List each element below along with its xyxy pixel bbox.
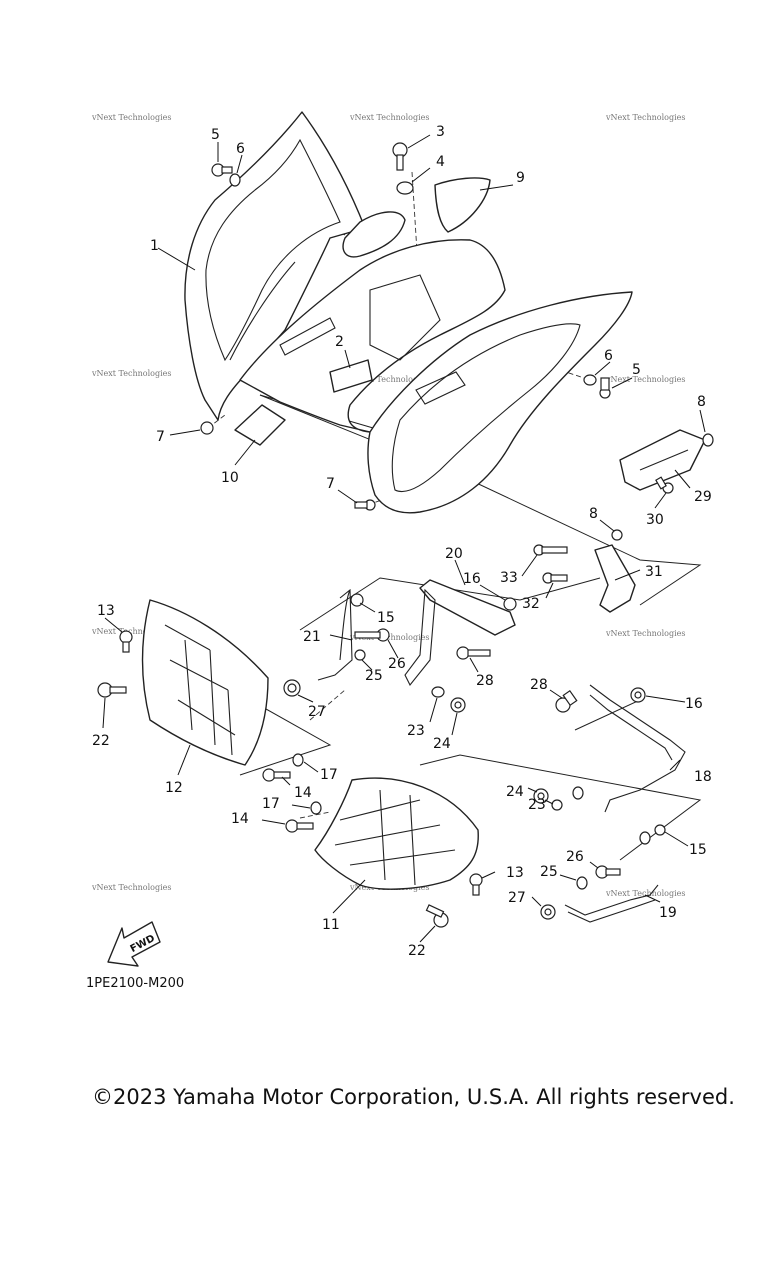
watermark: vNext Technologies bbox=[91, 883, 171, 892]
part-2-plate bbox=[329, 359, 373, 393]
watermark: vNext Technologies bbox=[605, 889, 685, 898]
part-21-stay bbox=[317, 588, 353, 681]
part-11-guard bbox=[314, 777, 479, 890]
callout-9: 9 bbox=[516, 170, 525, 186]
copyright-notice: ©2023 Yamaha Motor Corporation, U.S.A. A… bbox=[92, 1085, 735, 1109]
callout-4: 4 bbox=[436, 154, 445, 170]
callout-8: 8 bbox=[589, 506, 598, 522]
callout-28: 28 bbox=[476, 673, 494, 689]
callout-13: 13 bbox=[506, 865, 524, 881]
part-31-stay bbox=[594, 544, 636, 613]
callout-3: 3 bbox=[436, 124, 445, 140]
callout-28: 28 bbox=[530, 677, 548, 693]
part-20-stay bbox=[419, 579, 516, 636]
watermark: vNext Technologies bbox=[91, 627, 171, 636]
front-fender-body bbox=[239, 211, 506, 433]
callout-26: 26 bbox=[566, 849, 584, 865]
callout-24: 24 bbox=[433, 736, 451, 752]
callout-17: 17 bbox=[320, 767, 338, 783]
callout-16: 16 bbox=[463, 571, 481, 587]
watermark: vNext Technologies bbox=[605, 629, 685, 638]
fwd-arrow-icon: FWD bbox=[107, 921, 161, 967]
callout-7: 7 bbox=[156, 429, 165, 445]
callout-8: 8 bbox=[697, 394, 706, 410]
part-12-guard bbox=[141, 599, 269, 766]
callout-7: 7 bbox=[326, 476, 335, 492]
callout-23: 23 bbox=[528, 797, 546, 813]
callout-16: 16 bbox=[685, 696, 703, 712]
callout-26: 26 bbox=[388, 656, 406, 672]
diagram-code: 1PE2100-M200 bbox=[86, 976, 184, 991]
callout-15: 15 bbox=[689, 842, 707, 858]
callout-11: 11 bbox=[322, 917, 340, 933]
part-10-flap bbox=[234, 404, 286, 446]
callout-27: 27 bbox=[508, 890, 526, 906]
part-29-bracket bbox=[619, 429, 706, 491]
leader-lines bbox=[102, 134, 706, 943]
callout-10: 10 bbox=[221, 470, 239, 486]
part-19-stay bbox=[564, 884, 659, 923]
callout-21: 21 bbox=[303, 629, 321, 645]
callout-13: 13 bbox=[97, 603, 115, 619]
callout-22: 22 bbox=[408, 943, 426, 959]
callout-15: 15 bbox=[377, 610, 395, 626]
callout-19: 19 bbox=[659, 905, 677, 921]
watermark: vNext Technologies bbox=[349, 113, 429, 122]
right-fender bbox=[367, 291, 633, 514]
callout-25: 25 bbox=[540, 864, 558, 880]
callout-14: 14 bbox=[231, 811, 249, 827]
callout-25: 25 bbox=[365, 668, 383, 684]
callout-5: 5 bbox=[632, 362, 641, 378]
callouts: 1 2 3 4 5 5 6 6 7 7 8 8 9 10 11 12 13 13… bbox=[92, 124, 712, 959]
callout-5: 5 bbox=[211, 127, 220, 143]
part-26-bracket bbox=[404, 588, 436, 687]
callout-32: 32 bbox=[522, 596, 540, 612]
callout-2: 2 bbox=[335, 334, 344, 350]
callout-14: 14 bbox=[294, 785, 312, 801]
callout-17: 17 bbox=[262, 796, 280, 812]
callout-22: 22 bbox=[92, 733, 110, 749]
callout-20: 20 bbox=[445, 546, 463, 562]
callout-24: 24 bbox=[506, 784, 524, 800]
watermark: vNext Technologies bbox=[349, 633, 429, 642]
callout-1: 1 bbox=[150, 238, 159, 254]
watermark: vNext Technologies bbox=[91, 369, 171, 378]
callout-6: 6 bbox=[604, 348, 613, 364]
watermark: vNext Technologies bbox=[605, 113, 685, 122]
part-9-deflector bbox=[434, 177, 491, 233]
callout-12: 12 bbox=[165, 780, 183, 796]
hardware bbox=[97, 142, 714, 928]
callout-27: 27 bbox=[308, 704, 326, 720]
watermark: vNext Technologies bbox=[349, 375, 429, 384]
callout-29: 29 bbox=[694, 489, 712, 505]
callout-23: 23 bbox=[407, 723, 425, 739]
callout-33: 33 bbox=[500, 570, 518, 586]
callout-31: 31 bbox=[645, 564, 663, 580]
callout-30: 30 bbox=[646, 512, 664, 528]
parts-diagram: vNext Technologies vNext Technologies vN… bbox=[86, 111, 714, 991]
watermark: vNext Technologies bbox=[605, 375, 685, 384]
part-18-stay bbox=[589, 684, 686, 813]
watermark: vNext Technologies bbox=[91, 113, 171, 122]
callout-18: 18 bbox=[694, 769, 712, 785]
callout-6: 6 bbox=[236, 141, 245, 157]
